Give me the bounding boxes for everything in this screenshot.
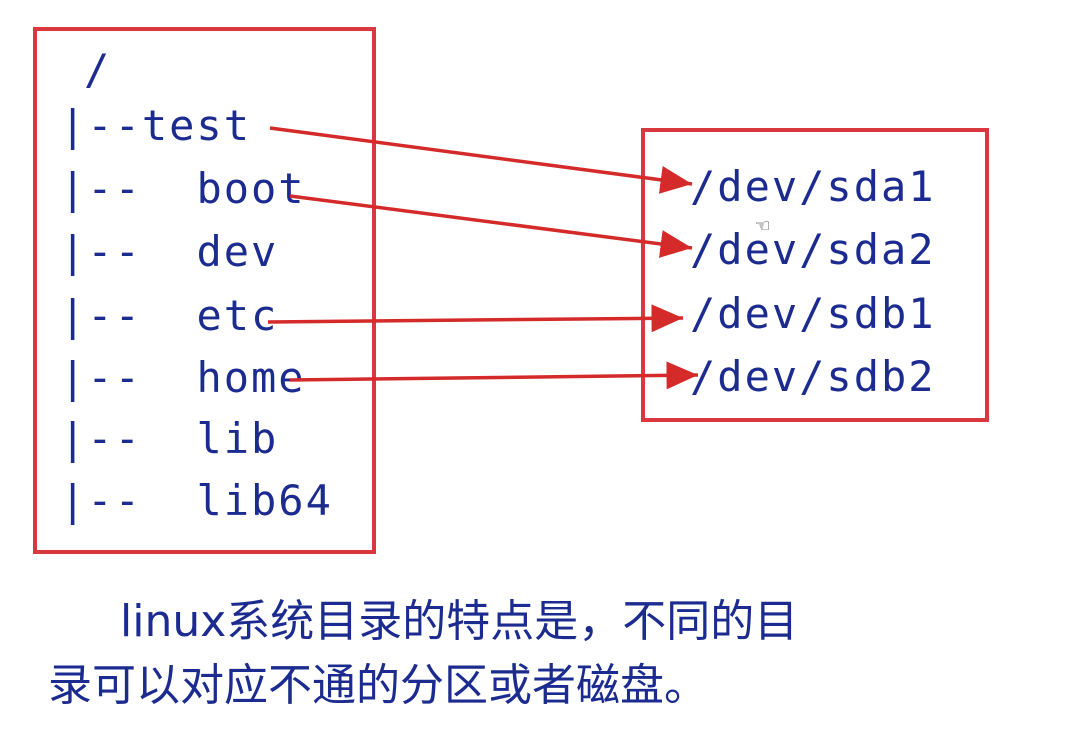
tree-item-etc: |-- etc (60, 291, 279, 340)
caption-line-1: linux系统目录的特点是，不同的目 (120, 596, 799, 647)
directory-tree-frame (33, 27, 376, 554)
tree-root: / (84, 45, 110, 94)
device-sdb2: /dev/sdb2 (690, 352, 936, 401)
device-sda2: /dev/sda2 (690, 225, 936, 274)
device-list-frame (641, 128, 989, 422)
tree-item-test: |--test (60, 101, 252, 150)
hand-pointer-icon: ☜ (756, 214, 770, 239)
caption-line-2: 录可以对应不通的分区或者磁盘。 (48, 660, 708, 711)
device-sdb1: /dev/sdb1 (690, 289, 936, 338)
tree-item-dev: |-- dev (60, 227, 279, 276)
tree-item-home: |-- home (60, 353, 306, 402)
device-sda1: /dev/sda1 (690, 162, 936, 211)
tree-item-boot: |-- boot (60, 164, 306, 213)
tree-item-lib: |-- lib (60, 414, 279, 463)
tree-item-lib64: |-- lib64 (60, 476, 333, 525)
